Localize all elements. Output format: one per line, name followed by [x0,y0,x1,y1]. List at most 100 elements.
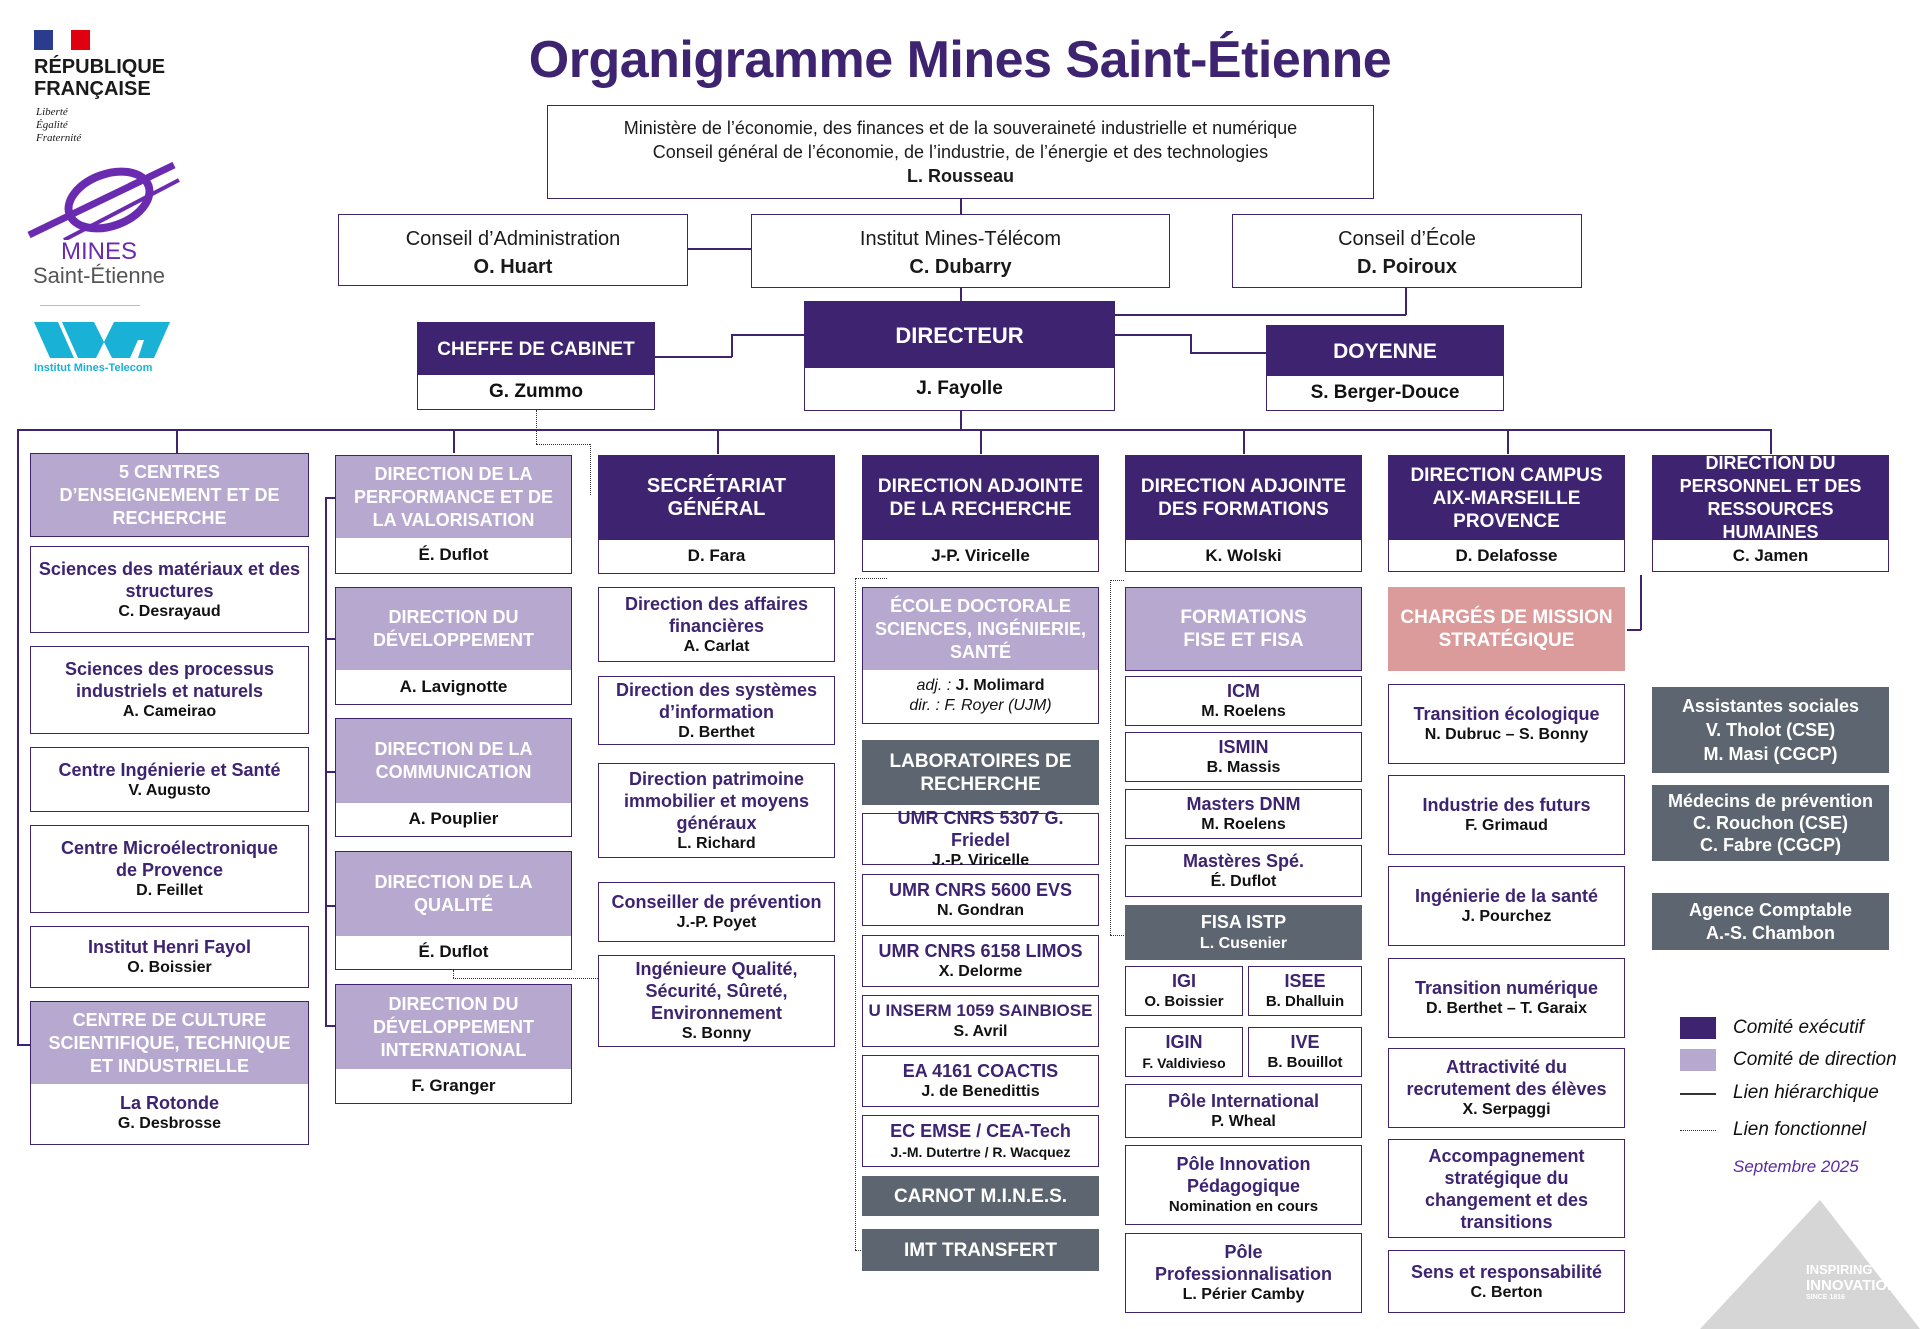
col7-b [1627,629,1641,631]
recherche-box: DIRECTION ADJOINTE DE LA RECHERCHE J-P. … [862,455,1099,572]
agence-title: Agence Comptable [1688,899,1853,920]
motto-2: Égalité [36,119,68,131]
culture-header: CENTRE DE CULTURE SCIENTIFIQUE, TECHNIQU… [31,1002,308,1084]
fisa-item: IGI O. Boissier [1125,966,1243,1016]
pole-name: Nomination en cours [1168,1198,1319,1215]
formation-name: B. Massis [1206,759,1281,776]
col3-item: Conseiller de prévention J.-P. Poyet [598,882,835,942]
legend-hier-label: Lien hiérarchique [1733,1082,1879,1103]
pole-title: Pôle International [1167,1091,1320,1111]
formation-name: É. Duflot [1210,873,1277,890]
col2-direction-title: DIRECTION DE LA COMMUNICATION [336,719,571,803]
directeur-name: J. Fayolle [805,368,1114,410]
fisa-item-title: IGIN [1165,1032,1203,1052]
fisa-item-name: F. Valdivieso [1142,1055,1226,1071]
drop-col2 [453,429,455,453]
formation-name: M. Roelens [1201,703,1286,720]
doyenne-name: S. Berger-Douce [1267,376,1503,410]
mission-title: Sens et responsabilité [1410,1261,1603,1282]
col2-direction-title: DIRECTION DU DÉVELOPPEMENT INTERNATIONAL [336,985,571,1069]
ministere-line2: Conseil général de l’économie, de l’indu… [652,142,1269,162]
assistantes-name1: V. Tholot (CSE) [1705,720,1836,740]
link-dir-cheffe-h1 [731,334,804,336]
col2-direction: DIRECTION DE LA PERFORMANCE ET DE LA VAL… [335,455,572,574]
fonc-recherche-top [855,578,887,579]
col2-b3 [325,771,335,773]
col1-item-title: Centre Ingénierie et Santé [58,759,281,780]
imt-title: Institut Mines-Télécom [859,228,1062,250]
fise-fisa-header: FORMATIONS FISE ET FISA [1125,587,1362,671]
lab-name: J.-P. Viricelle [931,852,1030,869]
formation-title: Masters DNM [1186,794,1301,814]
mission-title: Transition numérique [1414,978,1599,998]
logo-divider [40,305,140,306]
col3-item-title: Direction des affaires financières [624,593,809,636]
mines-swoosh-icon [27,161,180,242]
formation-item: Masters DNM M. Roelens [1125,789,1362,839]
formation-item: Mastères Spé. É. Duflot [1125,845,1362,897]
drop-col4 [980,429,982,454]
culture-name: G. Desbrosse [117,1115,222,1132]
col3-item-title: Direction des systèmes d’information [615,679,818,722]
formation-item: ICM M. Roelens [1125,676,1362,726]
pole-name: P. Wheal [1211,1113,1276,1130]
imt-label: Institut Mines-Telecom [34,362,153,374]
corner-line2: INNOVATION [1806,1277,1898,1294]
corner-line3: SINCE 1816 [1806,1294,1845,1301]
col1-item: Centre Ingénierie et Santé V. Augusto [30,747,309,812]
col2-direction-name: A. Lavignotte [336,670,571,703]
formation-title: Mastères Spé. [1182,851,1305,871]
mines-line2: Saint-Étienne [32,263,166,288]
page-title: Organigramme Mines Saint-Étienne [528,31,1392,89]
medecins-name1: C. Rouchon (CSE) [1693,813,1848,833]
formation-title: ICM [1227,681,1260,701]
col2-direction: DIRECTION DE LA QUALITÉ É. Duflot [335,851,572,970]
drop-col6 [1507,429,1509,454]
col1-item-name: C. Desrayaud [118,602,221,620]
ministere-name: L. Rousseau [906,166,1015,186]
col3-item-name: D. Berthet [678,723,755,741]
motto-3: Fraternité [36,132,82,144]
fisa-istp-name: L. Cusenier [1199,934,1288,952]
republique-line1: RÉPUBLIQUE [34,56,166,78]
lab-item: UMR CNRS 5307 G. Friedel J.-P. Viricelle [862,808,1099,869]
link-ministere-imt [960,198,962,214]
link-imt-directeur [960,287,962,301]
imt-name: C. Dubarry [909,256,1012,278]
link-dir-cheffe-v [731,334,733,357]
lab-name: N. Gondran [936,902,1025,919]
col3-item-name: A. Carlat [683,637,750,655]
lab-item: U INSERM 1059 SAINBIOSE S. Avril [862,995,1099,1047]
fisa-item-name: B. Bouillot [1267,1054,1343,1071]
mission-title: Transition écologique [1413,704,1600,724]
imt-transfert-box: IMT TRANSFERT [862,1229,1099,1271]
col3-item-name: J.-P. Poyet [676,914,757,931]
fonc-formation-top [1110,580,1124,581]
assistantes-box: Assistantes sociales V. Tholot (CSE) M. … [1652,687,1889,773]
mission-item: Industrie des futurs F. Grimaud [1388,775,1625,855]
col2-b2 [325,638,335,640]
fonc-recherche-v [855,578,856,1250]
lab-title: EA 4161 COACTIS [902,1061,1059,1081]
col3-item: Direction des affaires financières A. Ca… [598,587,835,662]
lab-title: UMR CNRS 6158 LIMOS [878,941,1083,961]
secretariat-box: SECRÉTARIAT GÉNÉRAL D. Fara [598,455,835,574]
republique-line2: FRANÇAISE [34,78,151,100]
link-dir-doyenne-v [1190,334,1192,353]
mission-item: Transition numérique D. Berthet – T. Gar… [1388,958,1625,1038]
motto-1: Liberté [36,106,68,118]
col1-header: 5 CENTRES D’ENSEIGNEMENT ET DE RECHERCHE [30,453,309,537]
col1-item-name: O. Boissier [127,959,212,976]
campus-name: D. Delafosse [1389,540,1624,571]
cheffe-title: CHEFFE DE CABINET [418,323,654,375]
fonc-cheffe-sg-v2 [590,444,591,495]
mission-name: X. Serpaggi [1462,1101,1551,1118]
legend-exec-label: Comité exécutif [1733,1017,1864,1038]
imt-box: Institut Mines-Télécom C. Dubarry [751,214,1170,288]
drop-col5 [1243,429,1245,454]
pole-item: Pôle International P. Wheal [1125,1084,1362,1138]
mines-logo: MINES Saint-Étienne [24,160,184,290]
lab-item: EA 4161 COACTIS J. de Benedittis [862,1055,1099,1107]
rh-box: DIRECTION DU PERSONNEL ET DES RESSOURCES… [1652,453,1889,572]
lab-title: U INSERM 1059 SAINBIOSE [868,1001,1093,1020]
